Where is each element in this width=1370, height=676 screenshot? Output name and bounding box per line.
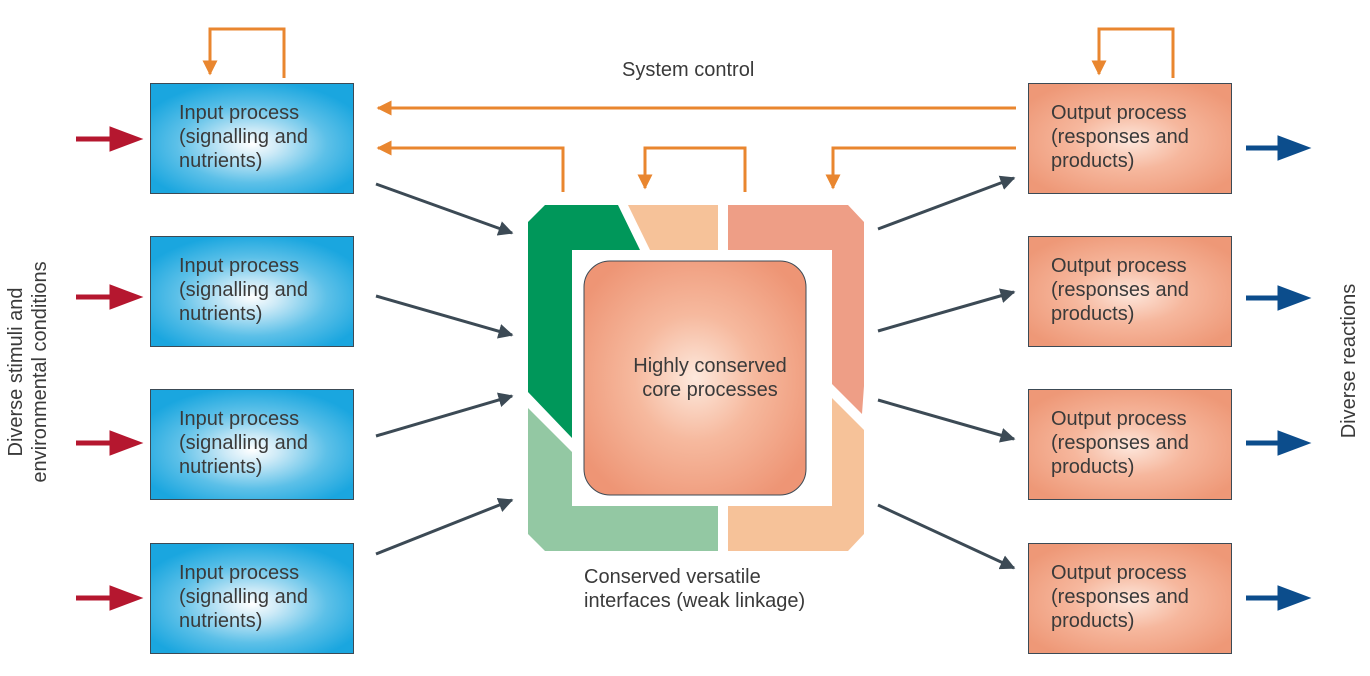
input-process-title: Input process [179,255,300,277]
interface-light-green [528,408,718,551]
input-process-desc: nutrients) [179,150,263,172]
output-process-title: Output process [1051,102,1187,124]
input-process-desc: (signalling and [179,432,308,454]
core-process-label: Highly conserved core processes [610,354,810,402]
interfaces-label-line: interfaces (weak linkage) [584,590,806,612]
control-arrows [202,27,1175,192]
flow-arrows [375,175,1016,570]
input-process-title: Input process [179,562,300,584]
output-process-desc: (responses and [1051,586,1189,608]
interface-salmon [728,205,864,414]
input-process-desc: nutrients) [179,456,263,478]
interface-dark-green [528,205,640,438]
interface-top-peach [628,205,718,250]
interfaces-label-line: Conserved versatile [584,566,761,588]
input-process-desc: (signalling and [179,279,308,301]
stimuli-axis-label-line: environmental conditions [29,261,51,483]
input-process-desc: (signalling and [179,126,308,148]
stimulus-arrows [76,126,144,611]
stimuli-axis-label-line: Diverse stimuli and [5,287,27,457]
output-process-desc: products) [1051,150,1135,172]
reactions-axis-label-text: Diverse reactions [1338,283,1360,439]
interfaces-label: Conserved versatile interfaces (weak lin… [584,565,805,613]
output-process-desc: products) [1051,610,1135,632]
reaction-arrows [1246,135,1312,611]
input-process-desc: nutrients) [179,610,263,632]
system-control-label: System control [622,59,755,81]
output-process-title: Output process [1051,255,1187,277]
input-process-desc: nutrients) [179,303,263,325]
input-process-desc: (signalling and [179,586,308,608]
interface-bottom-peach [728,398,864,551]
output-process-title: Output process [1051,408,1187,430]
output-process-title: Output process [1051,562,1187,584]
core-process-label-line: core processes [642,379,778,401]
output-process-desc: (responses and [1051,279,1189,301]
output-process-desc: products) [1051,456,1135,478]
core-process-box [583,260,807,496]
core-process-label-line: Highly conserved [633,355,787,377]
input-process-title: Input process [179,102,300,124]
output-process-desc: (responses and [1051,126,1189,148]
output-process-desc: products) [1051,303,1135,325]
output-process-desc: (responses and [1051,432,1189,454]
input-process-title: Input process [179,408,300,430]
